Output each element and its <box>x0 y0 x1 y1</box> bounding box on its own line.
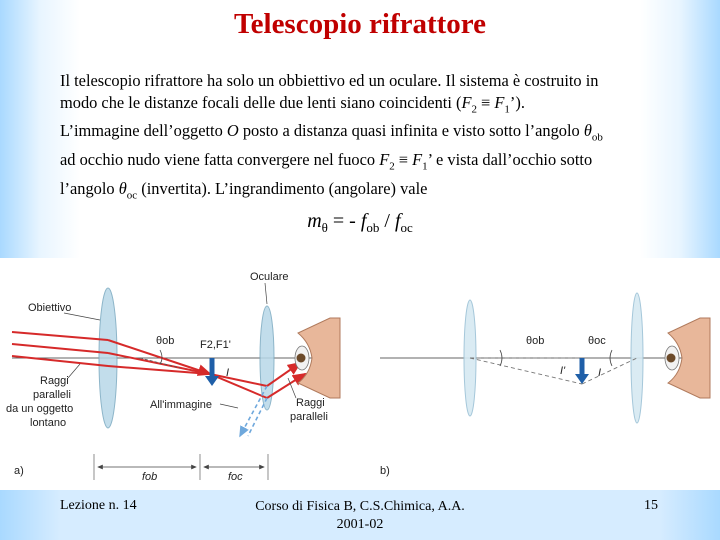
label-panel-b: b) <box>380 465 390 477</box>
magnification-formula: mθ = - fob / foc <box>307 210 413 235</box>
ray-out-2 <box>266 372 307 399</box>
footer-course-line-1: Corso di Fisica B, C.S.Chimica, A.A. <box>255 499 465 514</box>
label-all-immagine: All'immagine <box>150 399 212 411</box>
ray-virtual-1 <box>239 385 268 438</box>
paragraph-line-4: ad occhio nudo viene fatta convergere ne… <box>60 150 593 173</box>
label-panel-a: a) <box>14 465 24 477</box>
ray-virtual-2 <box>247 397 268 437</box>
ray-div-1 <box>209 373 268 387</box>
objective-lens <box>98 287 118 429</box>
label-fob: fob <box>142 471 157 483</box>
ray-div-2 <box>209 373 268 399</box>
paragraph-line-5: l’angolo θoc (invertita). L’ingrandiment… <box>60 178 428 202</box>
label-theta-oc-b: θoc <box>588 335 606 347</box>
ray-conv-3 <box>107 365 211 375</box>
footer-page-number: 15 <box>644 498 658 513</box>
body-paragraph: Il telescopio rifrattore ha solo un obbi… <box>60 70 680 207</box>
ray-out-1 <box>266 361 302 387</box>
ray-conv-2 <box>107 352 211 375</box>
ray-in-2 <box>11 343 109 354</box>
label-foc: foc <box>228 471 243 483</box>
ray-conv-1 <box>107 339 212 376</box>
telescope-diagram: Obiettivo Oculare θob F2,F1' I Raggi par… <box>6 271 711 483</box>
label-oculare: Oculare <box>250 271 289 283</box>
label-raggi-left-2: paralleli <box>33 389 71 401</box>
label-raggi-left-3: da un oggetto <box>6 403 73 415</box>
eyepiece-lens-b <box>630 292 644 424</box>
image-arrowhead-b <box>575 374 589 384</box>
label-theta-ob-b: θob <box>526 335 544 347</box>
paragraph-line-3: L’immagine dell’oggetto O posto a distan… <box>60 121 603 144</box>
paragraph-line-2: modo che le distanze focali delle due le… <box>60 92 525 115</box>
label-raggi-left-1: Raggi <box>40 375 69 387</box>
label-theta-ob-a: θob <box>156 335 174 347</box>
slide-footer: Lezione n. 14 Corso di Fisica B, C.S.Chi… <box>0 490 720 540</box>
ray-in-1 <box>11 331 109 341</box>
label-raggi-right-1: Raggi <box>296 397 325 409</box>
footer-course-line-2: 2001-02 <box>336 517 384 532</box>
ray-in-3 <box>11 355 109 367</box>
footer-lecture: Lezione n. 14 <box>60 498 137 513</box>
label-i-prime: I' <box>560 365 566 377</box>
telescope-figure: Obiettivo Oculare θob F2,F1' I Raggi par… <box>0 258 720 490</box>
label-image-b: I <box>598 367 601 379</box>
image-arrowhead-a <box>205 376 219 386</box>
label-obiettivo: Obiettivo <box>28 302 71 314</box>
eye-b <box>667 317 711 399</box>
label-raggi-left-4: lontano <box>30 417 66 429</box>
label-focus: F2,F1' <box>200 339 231 351</box>
paragraph-line-1: Il telescopio rifrattore ha solo un obbi… <box>60 71 599 90</box>
eye-a <box>297 317 341 399</box>
slide-title: Telescopio rifrattore <box>233 8 487 40</box>
label-image-a: I <box>226 367 229 379</box>
label-raggi-right-2: paralleli <box>290 411 328 423</box>
footer-course: Corso di Fisica B, C.S.Chimica, A.A. 200… <box>230 498 490 534</box>
